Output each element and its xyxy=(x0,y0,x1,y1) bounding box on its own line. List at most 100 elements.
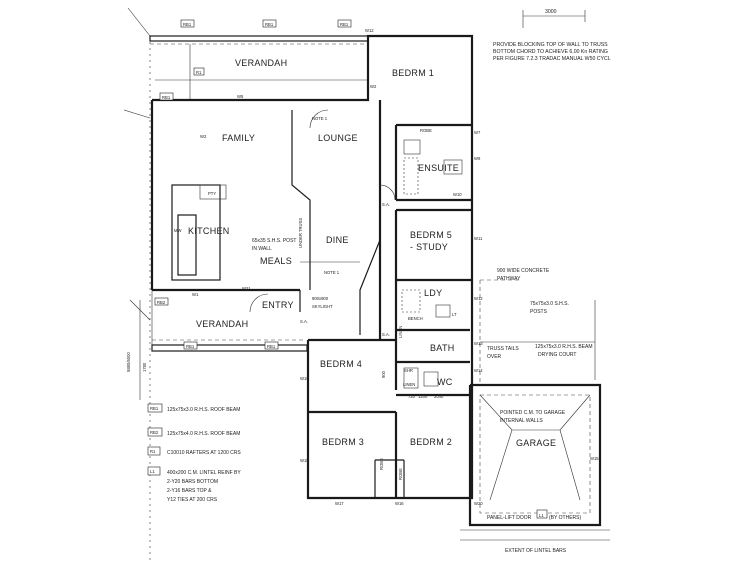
dimension-vertical-left: 5880/6000 xyxy=(126,352,131,372)
dimension-3000: 3000 xyxy=(545,9,557,15)
panel-lift-door-note: PANEL-LIFT DOOR xyxy=(487,515,532,521)
svg-text:RB1: RB1 xyxy=(340,22,349,27)
tag-rb2-left: RB2 xyxy=(154,297,169,306)
tag-rb1-top-right: RB1 xyxy=(337,19,352,28)
svg-text:W21: W21 xyxy=(242,286,251,291)
room-bedrm-1: BEDRM 1 xyxy=(392,68,434,78)
shower-label: SHR xyxy=(404,368,413,373)
svg-text:W18: W18 xyxy=(300,458,309,463)
svg-text:W10: W10 xyxy=(453,192,462,197)
linen-2: LINEN xyxy=(403,382,415,387)
svg-text:400x200 C.M. LINTEL REINF BY: 400x200 C.M. LINTEL REINF BY xyxy=(167,470,241,476)
under-truss-label: UNDER TRUSS xyxy=(298,218,303,248)
room-ensuite: ENSUITE xyxy=(418,163,459,173)
room-labels: VERANDAH BEDRM 1 FAMILY LOUNGE ENSUITE K… xyxy=(188,58,576,448)
annotations: 65x35 S.H.S. POST IN WALL UNDER TRUSS NO… xyxy=(126,116,593,554)
rhs-beam-note: 125x75x3.0 R.H.S. BEAM xyxy=(535,344,593,350)
svg-text:W19: W19 xyxy=(300,376,309,381)
svg-text:2-Y20 BARS BOTTOM: 2-Y20 BARS BOTTOM xyxy=(167,479,218,485)
svg-text:W20: W20 xyxy=(474,501,483,506)
pantry-label: PTY xyxy=(208,191,216,196)
room-lounge: LOUNGE xyxy=(318,133,358,143)
shs-posts-line-2: POSTS xyxy=(530,309,548,315)
svg-text:125x75x4.0 R.H.S. ROOF BEAM: 125x75x4.0 R.H.S. ROOF BEAM xyxy=(167,431,240,437)
room-kitchen: KITCHEN xyxy=(188,226,230,236)
svg-text:RB2: RB2 xyxy=(150,430,159,435)
room-verandah-bottom: VERANDAH xyxy=(196,319,248,329)
smoke-alarm-3: S.A. xyxy=(300,319,308,324)
svg-text:125x75x3.0 R.H.S. ROOF BEAM: 125x75x3.0 R.H.S. ROOF BEAM xyxy=(167,407,240,413)
wall-labels: W12 W5 W1 W2 W2 W7 W9 W10 W11 W12 W13 W1… xyxy=(192,28,599,506)
dimension-1780: 1780 xyxy=(142,362,147,372)
blocking-note-line-1: PROVIDE BLOCKING TOP OF WALL TO TRUSS xyxy=(493,42,608,48)
shs-posts-line-1: 75x75x3.0 S.H.S. xyxy=(530,301,569,307)
robe-1: ROBE xyxy=(420,128,432,133)
legend-item-rb2: RB2 125x75x4.0 R.H.S. ROOF BEAM xyxy=(147,427,240,437)
blocking-note-line-2: BOTTOM CHORD TO ACHIEVE 6.00 Kn RATING xyxy=(493,49,608,55)
tag-r1-verandah: R1 xyxy=(193,67,205,76)
post-note-line-1: 65x35 S.H.S. POST xyxy=(252,238,296,244)
svg-text:RB2: RB2 xyxy=(157,300,166,305)
svg-text:RB1: RB1 xyxy=(186,344,195,349)
svg-text:W12: W12 xyxy=(365,28,374,33)
skylight-label: SKYLIGHT xyxy=(312,304,333,309)
svg-text:W9: W9 xyxy=(474,156,481,161)
legend-item-l1: L1 400x200 C.M. LINTEL REINF BY 2-Y20 BA… xyxy=(147,466,241,503)
note-1-lounge: NOTE 1 xyxy=(312,116,328,121)
svg-text:W16: W16 xyxy=(395,501,404,506)
tag-l1-garage: L1 xyxy=(536,509,548,519)
svg-text:RB1: RB1 xyxy=(267,344,276,349)
svg-text:W12: W12 xyxy=(474,296,483,301)
microwave-label: MW xyxy=(174,228,181,233)
room-family: FAMILY xyxy=(222,133,255,143)
svg-text:RB1: RB1 xyxy=(183,22,192,27)
pathway-line-2: PATHWAY xyxy=(497,276,521,282)
dimension-2040: 2040 xyxy=(434,394,444,399)
svg-text:RB1: RB1 xyxy=(265,22,274,27)
note-1-dine: NOTE 1 xyxy=(324,270,340,275)
room-drying-court: DRYING COURT xyxy=(538,352,576,358)
svg-text:W14: W14 xyxy=(474,368,483,373)
linen-1: LINEN xyxy=(398,326,403,338)
svg-text:W7: W7 xyxy=(474,130,481,135)
post-note-line-2: IN WALL xyxy=(252,246,272,252)
svg-text:W5: W5 xyxy=(237,94,244,99)
outer-walls xyxy=(139,34,610,541)
room-verandah-top: VERANDAH xyxy=(235,58,287,68)
svg-text:W15: W15 xyxy=(590,456,599,461)
robe-2: ROBE xyxy=(379,458,384,470)
room-dine: DINE xyxy=(326,235,349,245)
room-meals: MEALS xyxy=(260,256,292,266)
svg-text:RB1: RB1 xyxy=(162,95,171,100)
truss-tails-line-2: OVER xyxy=(487,354,502,360)
bench-label: BENCH xyxy=(408,316,423,321)
svg-text:W17: W17 xyxy=(335,501,344,506)
tag-rb1-bottom-2: RB1 xyxy=(264,341,279,350)
svg-text:C10010 RAFTERS AT 1200 CRS: C10010 RAFTERS AT 1200 CRS xyxy=(167,450,241,456)
blocking-note: PROVIDE BLOCKING TOP OF WALL TO TRUSS BO… xyxy=(493,42,611,62)
room-ldy: LDY xyxy=(424,288,442,298)
room-bedrm-2: BEDRM 2 xyxy=(410,437,452,447)
laundry-tub-label: LT xyxy=(452,312,457,317)
room-garage: GARAGE xyxy=(516,438,556,448)
svg-text:W2: W2 xyxy=(200,134,207,139)
truss-tails-line-1: TRUSS TAILS xyxy=(487,346,519,352)
robe-3: ROBE xyxy=(398,468,403,480)
tag-rb1-left: RB1 xyxy=(159,92,174,101)
by-others-note: (BY OTHERS) xyxy=(549,515,581,521)
pointed-cm-line-2: INTERNAL WALLS xyxy=(500,418,543,424)
room-wc: WC xyxy=(437,377,453,387)
top-dimension: 3000 xyxy=(522,9,586,28)
wall-tags: RB1 RB1 RB1 RB1 R1 RB1 RB1 RB2 L1 xyxy=(154,19,548,519)
svg-text:R1: R1 xyxy=(196,70,202,75)
room-bath: BATH xyxy=(430,343,455,353)
lintel-extent-note: EXTENT OF LINTEL BARS xyxy=(505,548,567,554)
tag-rb1-top-mid: RB1 xyxy=(262,19,277,28)
svg-text:W13: W13 xyxy=(474,341,483,346)
room-bedrm-5: BEDRM 5 xyxy=(410,230,452,240)
pathway-line-1: 900 WIDE CONCRETE xyxy=(497,268,550,274)
svg-text:2-Y16 BARS TOP &: 2-Y16 BARS TOP & xyxy=(167,488,212,494)
svg-text:L1: L1 xyxy=(539,513,544,518)
blocking-note-line-3: PER FIGURE 7.2.3 TRADAC MANUAL W50 CYCL xyxy=(493,56,611,62)
